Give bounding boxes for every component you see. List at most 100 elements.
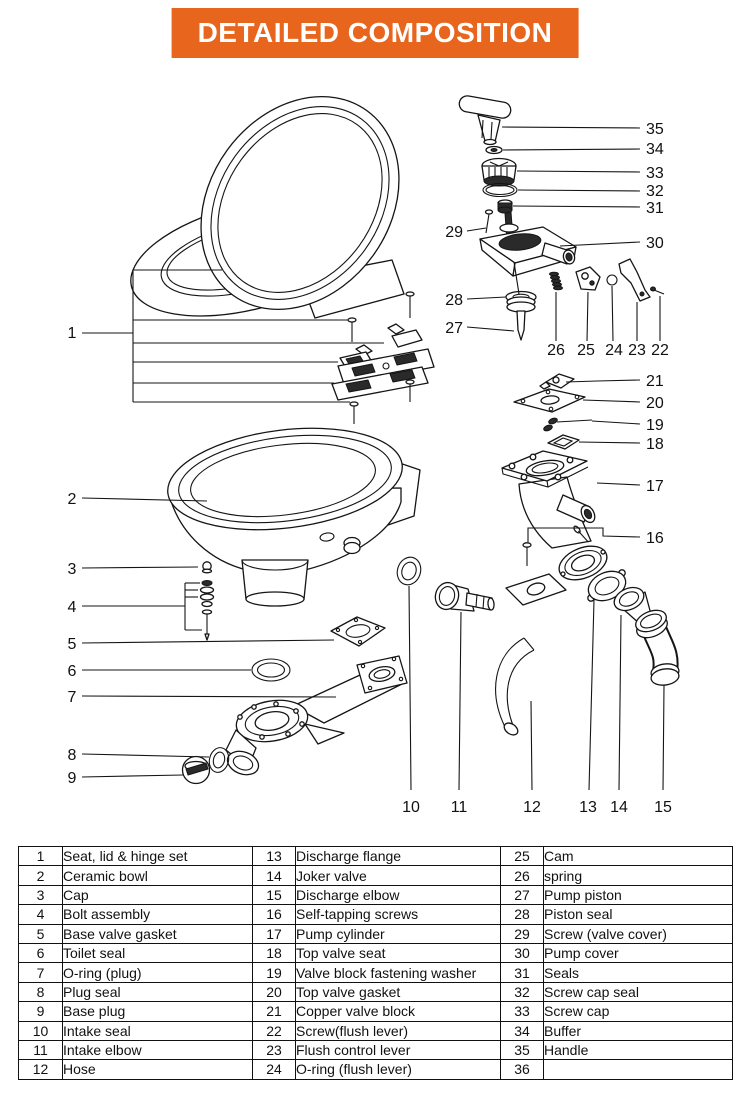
part-name: spring	[543, 865, 733, 886]
callout-34: 34	[646, 141, 664, 158]
part-name: Seals	[543, 962, 733, 983]
callout-4: 4	[68, 599, 77, 616]
bowl-drawing	[81, 427, 421, 682]
part-number: 9	[18, 1001, 63, 1022]
part-number: 13	[252, 845, 296, 867]
part-name	[543, 1059, 733, 1080]
callout-25: 25	[577, 342, 595, 359]
callout-22: 22	[651, 342, 669, 359]
part-number: 6	[18, 942, 63, 964]
callout-16: 16	[646, 530, 664, 547]
part-number: 23	[252, 1039, 296, 1061]
part-number: 34	[500, 1020, 544, 1041]
part-name: Bolt assembly	[62, 904, 253, 925]
part-number: 20	[252, 981, 296, 1003]
callout-32: 32	[646, 183, 664, 200]
callout-21: 21	[646, 373, 664, 390]
part-number: 3	[18, 884, 63, 906]
callout-29: 29	[445, 224, 463, 241]
part-name: Pump cylinder	[295, 923, 501, 944]
callout-15: 15	[654, 799, 672, 816]
part-number: 16	[252, 904, 296, 925]
part-number: 1	[18, 845, 63, 867]
part-number: 28	[500, 904, 544, 925]
callout-11: 11	[451, 799, 468, 816]
part-name: Discharge elbow	[295, 884, 501, 906]
part-name: Intake elbow	[62, 1039, 253, 1061]
part-number: 11	[18, 1039, 63, 1061]
callout-1: 1	[68, 325, 77, 342]
exploded-diagram: 1 2 3 4 5 6 7 8 9 10 11 12 13 14 15 16 1…	[68, 95, 680, 816]
part-number: 26	[500, 865, 544, 886]
callout-9: 9	[68, 770, 77, 787]
part-name: Cam	[543, 845, 733, 867]
part-name: Screw (valve cover)	[543, 923, 733, 944]
part-name: Copper valve block	[295, 1001, 501, 1022]
part-name: Base plug	[62, 1001, 253, 1022]
part-name: Top valve seat	[295, 942, 501, 964]
part-number: 35	[500, 1039, 544, 1061]
callout-24: 24	[605, 342, 623, 359]
part-number: 7	[18, 962, 63, 983]
part-name: Cap	[62, 884, 253, 906]
callout-20: 20	[646, 395, 664, 412]
callout-3: 3	[68, 561, 77, 578]
callout-35: 35	[646, 121, 664, 138]
part-number: 18	[252, 942, 296, 964]
part-number: 32	[500, 981, 544, 1003]
part-number: 24	[252, 1059, 296, 1080]
part-name: O-ring (flush lever)	[295, 1059, 501, 1080]
part-name: Plug seal	[62, 981, 253, 1003]
part-name: Base valve gasket	[62, 923, 253, 944]
callout-labels: 1 2 3 4 5 6 7 8 9 10 11 12 13 14 15 16 1…	[68, 121, 672, 816]
part-name: Pump cover	[543, 942, 733, 964]
callout-13: 13	[579, 799, 597, 816]
callout-30: 30	[646, 235, 664, 252]
part-number: 31	[500, 962, 544, 983]
part-number: 12	[18, 1059, 63, 1080]
part-name: Buffer	[543, 1020, 733, 1041]
callout-10: 10	[402, 799, 420, 816]
part-number: 10	[18, 1020, 63, 1041]
part-number: 21	[252, 1001, 296, 1022]
part-name: Discharge flange	[295, 845, 501, 867]
callout-31: 31	[646, 200, 664, 217]
callout-12: 12	[523, 799, 541, 816]
pump-handle-drawing	[458, 95, 665, 342]
part-name: Screw cap seal	[543, 981, 733, 1003]
page-title: DETAILED COMPOSITION	[171, 8, 579, 58]
callout-14: 14	[610, 799, 628, 816]
base-drawing	[81, 655, 408, 785]
callout-28: 28	[445, 292, 463, 309]
part-name: Piston seal	[543, 904, 733, 925]
part-name: Top valve gasket	[295, 981, 501, 1003]
part-name: Handle	[543, 1039, 733, 1061]
callout-2: 2	[68, 491, 77, 508]
part-number: 33	[500, 1001, 544, 1022]
callout-33: 33	[646, 165, 664, 182]
callout-18: 18	[646, 436, 664, 453]
part-number: 25	[500, 845, 544, 867]
part-name: Intake seal	[62, 1020, 253, 1041]
part-name: Hose	[62, 1059, 253, 1080]
part-number: 30	[500, 942, 544, 964]
part-number: 19	[252, 962, 296, 983]
part-number: 17	[252, 923, 296, 944]
part-name: Screw cap	[543, 1001, 733, 1022]
part-name: Pump piston	[543, 884, 733, 906]
part-name: Seat, lid & hinge set	[62, 845, 253, 867]
part-number: 2	[18, 865, 63, 886]
part-number: 22	[252, 1020, 296, 1041]
intake-discharge-drawing	[396, 556, 680, 791]
part-number: 15	[252, 884, 296, 906]
part-name: Valve block fastening washer	[295, 962, 501, 983]
callout-23: 23	[628, 342, 646, 359]
callout-8: 8	[68, 747, 77, 764]
